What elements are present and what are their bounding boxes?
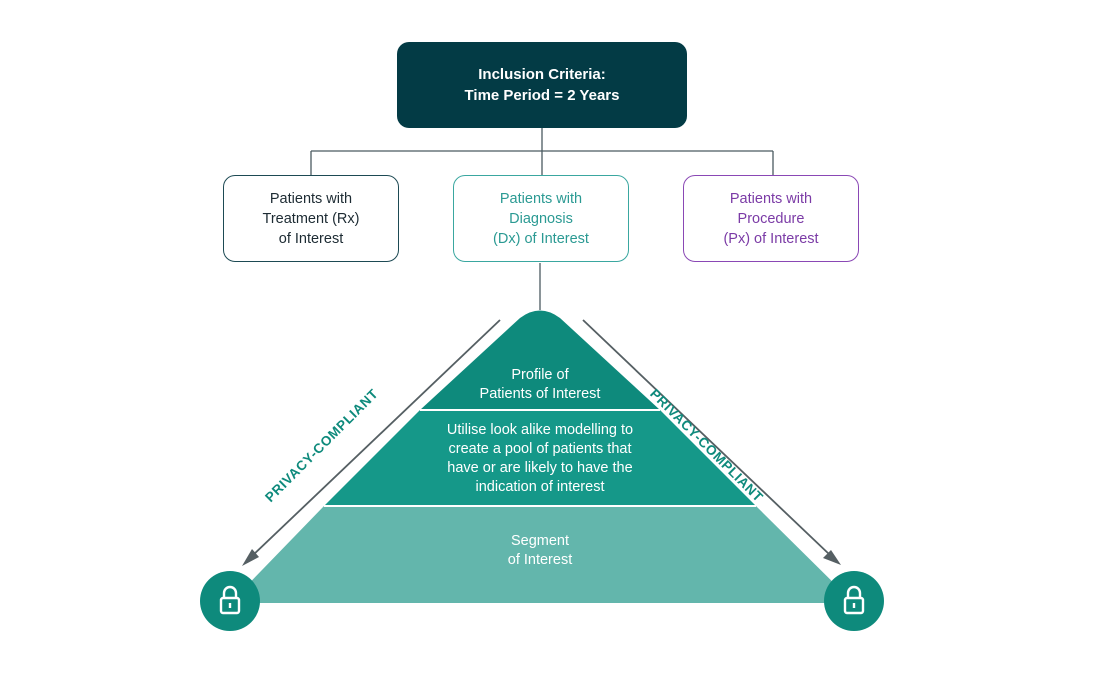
pyramid-tier-top-label: Profile of Patients of Interest [440, 366, 640, 404]
inclusion-criteria-box: Inclusion Criteria: Time Period = 2 Year… [397, 42, 687, 128]
criteria-box-diagnosis: Patients with Diagnosis (Dx) of Interest [453, 175, 629, 262]
tier1-line2: Patients of Interest [479, 386, 601, 402]
pyramid-tier-middle-label: Utilise look alike modelling to create a… [400, 421, 680, 497]
criteria-rx-line1: Patients with [269, 190, 353, 207]
inclusion-criteria-title: Inclusion Criteria: [478, 66, 606, 83]
tier1-line1: Profile of [511, 367, 569, 383]
tier2-line4: indication of interest [475, 479, 605, 495]
criteria-box-treatment: Patients with Treatment (Rx) of Interest [223, 175, 399, 262]
lock-icon [824, 571, 884, 631]
tier2-line1: Utilise look alike modelling to [446, 422, 634, 438]
criteria-px-line1: Patients with [729, 190, 813, 207]
inclusion-criteria-period: Time Period = 2 Years [464, 87, 620, 104]
pyramid [230, 310, 854, 603]
arrow-left [242, 319, 501, 566]
tier2-line2: create a pool of patients that [448, 441, 632, 457]
criteria-dx-line2: Diagnosis [509, 210, 573, 227]
criteria-rx-line2: Treatment (Rx) [262, 210, 360, 227]
criteria-dx-line3: (Dx) of Interest [493, 230, 589, 247]
criteria-px-line3: (Px) of Interest [723, 230, 819, 247]
criteria-box-procedure: Patients with Procedure (Px) of Interest [683, 175, 859, 262]
tier3-line2: of Interest [507, 552, 573, 568]
pyramid-tier-top [420, 310, 660, 410]
tier3-line1: Segment [510, 533, 570, 549]
criteria-rx-line3: of Interest [278, 230, 344, 247]
pyramid-tier-bottom-label: Segment of Interest [440, 532, 640, 570]
criteria-dx-line1: Patients with [499, 190, 583, 207]
criteria-px-line2: Procedure [737, 210, 805, 227]
connector-lines [310, 128, 774, 310]
tier2-line3: have or are likely to have the [447, 460, 633, 476]
pyramid-tier-bottom [230, 506, 854, 603]
lock-icon [200, 571, 260, 631]
arrow-right [582, 319, 841, 565]
pyramid-tier-middle [324, 410, 756, 506]
